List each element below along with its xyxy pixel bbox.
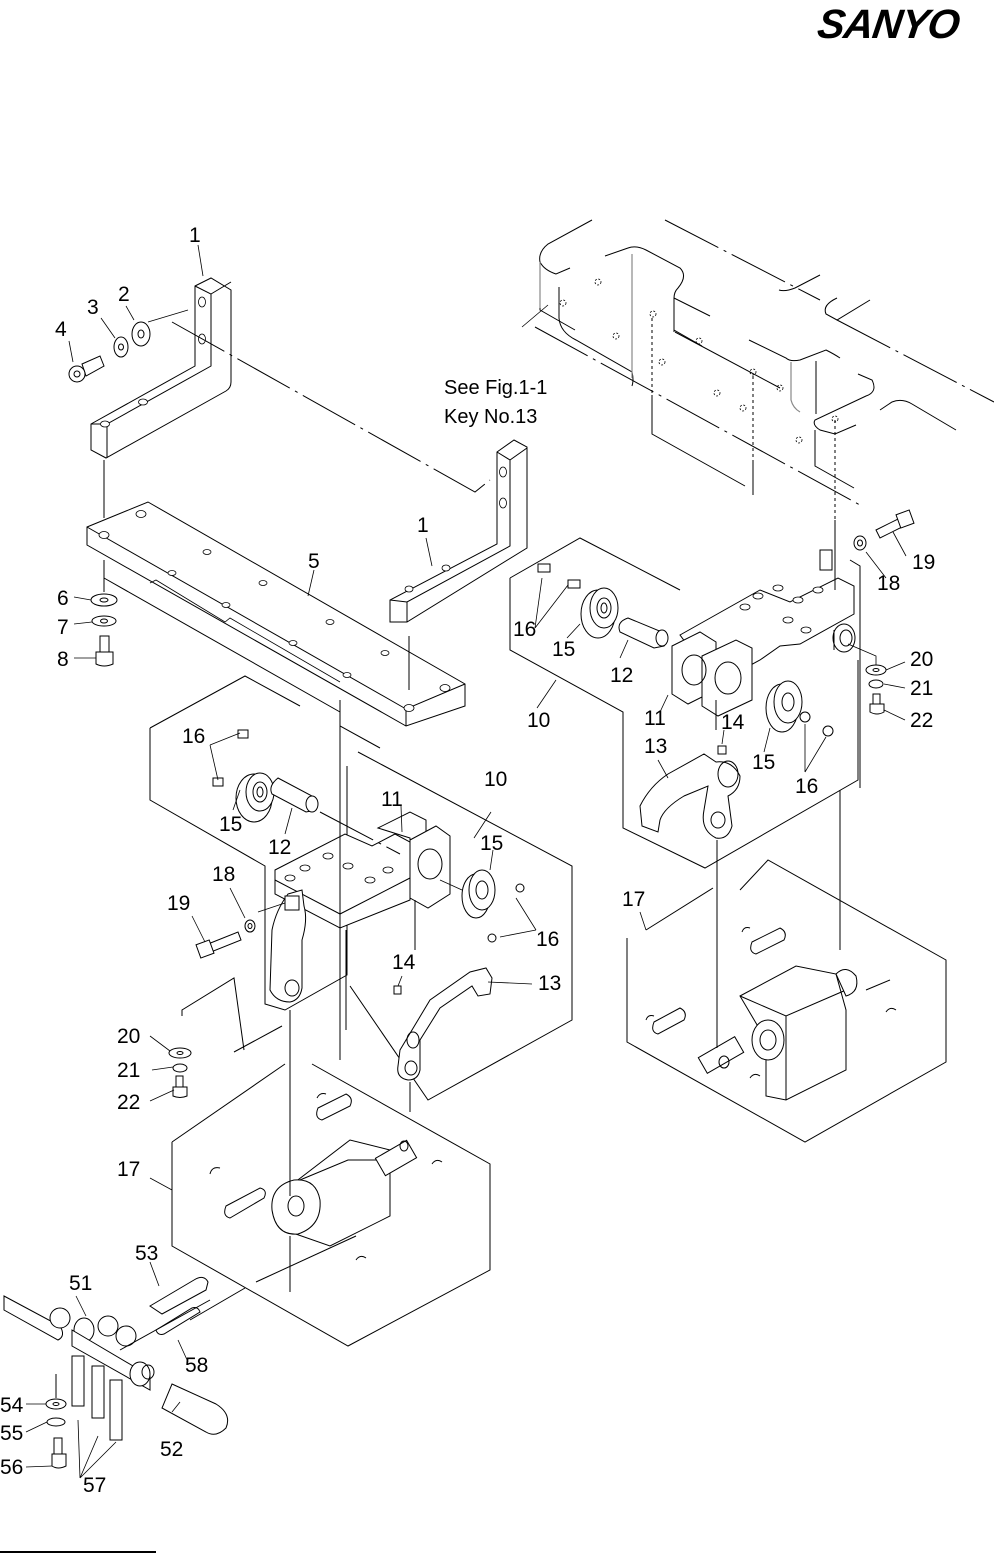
callout-1: 1 [189,224,201,247]
callout-18: 18 [212,863,235,886]
manifold-assembly [4,1277,245,1440]
callout-11: 11 [381,788,403,811]
callout-14: 14 [392,951,416,974]
part-15-bearing-right-lower [766,681,802,732]
parts-20-22-right [866,665,886,714]
callout-8: 8 [57,648,69,671]
subassembly-10-left [150,676,572,1100]
callout-13: 13 [644,735,667,758]
callout-17: 17 [117,1158,140,1181]
part-1-bracket-left [91,278,490,492]
machine-bed-reference [522,220,994,540]
part-14-pin-right [718,746,726,754]
part-15-bearing-right-upper [581,588,618,638]
callout-15: 15 [752,751,775,774]
part-18-nut-left [245,920,255,932]
callout-14: 14 [721,711,745,734]
callout-22: 22 [910,709,933,732]
part-19-bolt-left [196,932,241,958]
callout-52: 52 [160,1438,183,1461]
part-13-lever-right [640,754,740,838]
part-18-nut-right [854,536,866,550]
callout-16: 16 [795,775,818,798]
callout-21: 21 [117,1059,140,1082]
parts-54-56 [46,1399,66,1468]
subassembly-17-right [627,790,946,1142]
callout-13: 13 [538,972,561,995]
callout-19: 19 [912,551,935,574]
callout-11: 11 [644,707,666,730]
part-8-bolt [96,636,113,666]
callout-57: 57 [83,1474,106,1497]
reference-note: See Fig.1-1 Key No.13 [444,377,547,428]
part-14-pin-left [394,986,401,994]
callout-20: 20 [910,648,933,671]
callout-15: 15 [480,832,503,855]
callout-2: 2 [118,283,130,306]
part-16-screws-right-upper [538,564,580,588]
callout-55: 55 [0,1422,23,1445]
callout-7: 7 [57,616,69,639]
leader-lines [26,245,906,1478]
callout-56: 56 [0,1456,23,1479]
callout-53: 53 [135,1242,158,1265]
callout-16: 16 [182,725,205,748]
callout-15: 15 [219,813,242,836]
callout-16: 16 [536,928,559,951]
callout-10: 10 [527,709,550,732]
part-16-screws-left-upper [213,730,248,786]
callout-20: 20 [117,1025,140,1048]
callout-5: 5 [308,550,320,573]
callout-19: 19 [167,892,190,915]
part-19-bolt-right [876,510,914,538]
part-7-spring-washer [92,616,116,626]
callout-18: 18 [877,572,900,595]
subassembly-17-left [172,1010,490,1346]
callout-15: 15 [552,638,575,661]
callout-21: 21 [910,677,933,700]
part-3-spring-washer [114,337,128,357]
reference-note-line2: Key No.13 [444,406,537,428]
part-6-washer [91,594,117,606]
callout-22: 22 [117,1091,140,1114]
part-4-bolt [69,356,104,382]
callout-58: 58 [185,1354,208,1377]
callout-4: 4 [55,318,67,341]
part-1-bracket-right [390,440,527,622]
callout-54: 54 [0,1394,24,1417]
part-2-washer [132,322,150,346]
subassembly-10-right [510,520,876,868]
callout-3: 3 [87,296,99,319]
callout-12: 12 [268,836,291,859]
callout-6: 6 [57,587,69,610]
callout-16: 16 [513,618,536,641]
callout-10: 10 [484,768,507,791]
parts-20-22-left [169,1048,191,1098]
callout-1: 1 [417,514,429,537]
callout-12: 12 [610,664,633,687]
part-13-lever-left [398,900,492,1112]
callout-51: 51 [69,1272,92,1295]
callout-17: 17 [622,888,645,911]
reference-note-line1: See Fig.1-1 [444,377,547,399]
